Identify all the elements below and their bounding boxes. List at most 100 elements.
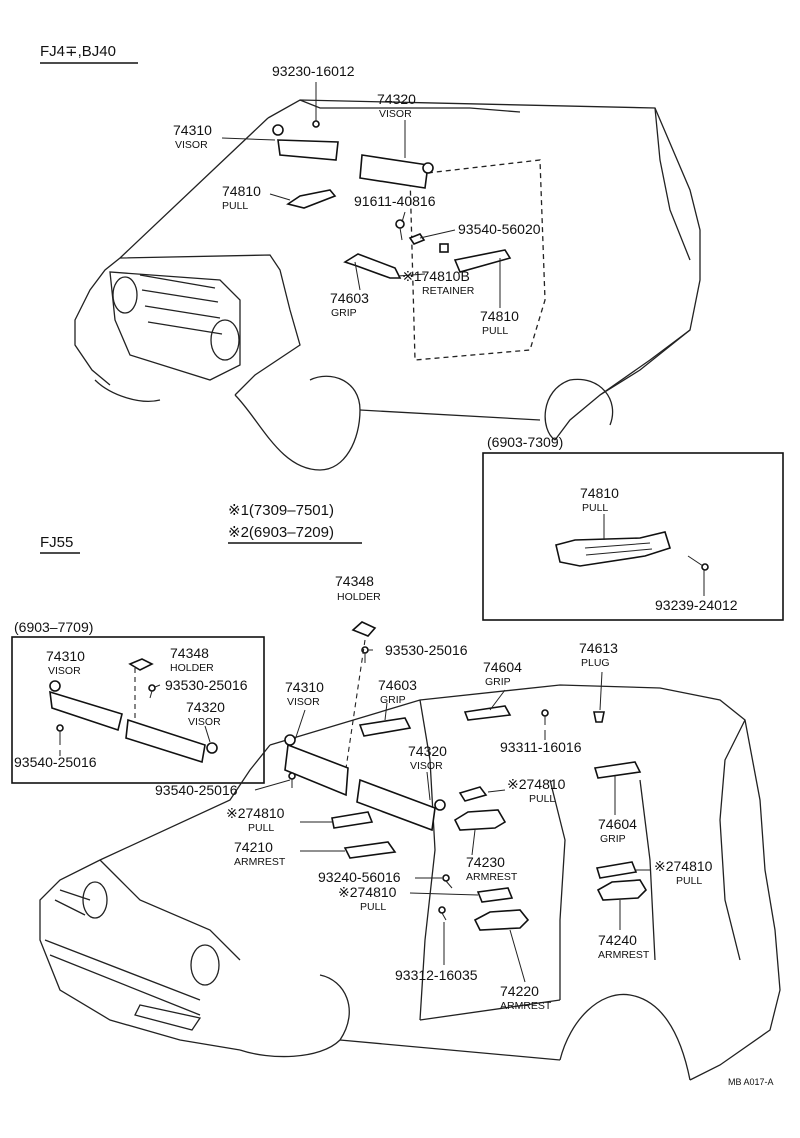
screw-91611-part bbox=[395, 219, 405, 241]
holder-dashed-link bbox=[344, 639, 366, 776]
pull-274810-right-part bbox=[458, 786, 488, 802]
grip-74604-top-number: 74604 bbox=[483, 659, 522, 675]
inset-screw-part bbox=[687, 555, 709, 571]
screw-93311-part bbox=[541, 709, 549, 725]
armrest-74230-part bbox=[453, 809, 507, 831]
visor-74310-fj55-number: 74310 bbox=[285, 679, 324, 695]
pull-274810-left-name: PULL bbox=[248, 822, 274, 834]
inset-right-range: (6903-7309) bbox=[487, 434, 563, 450]
screw-93311-label: 93311-16016 bbox=[500, 739, 582, 755]
visor-74310-name: VISOR bbox=[175, 139, 208, 151]
armrest-74220-number: 74220 bbox=[500, 983, 539, 999]
grip-74604-right-name: GRIP bbox=[600, 833, 626, 845]
inset-visor-74310-name: VISOR bbox=[48, 665, 81, 677]
pull-74810-right-name: PULL bbox=[482, 325, 508, 337]
visor-74320-fj55-name: VISOR bbox=[410, 760, 443, 772]
inset-holder-part bbox=[128, 658, 154, 671]
armrest-74210-part bbox=[343, 841, 397, 859]
inset-screw-93530-label: 93530-25016 bbox=[165, 677, 248, 693]
visor-74310-fj55-part bbox=[284, 734, 349, 797]
plug-74613-part bbox=[593, 711, 605, 723]
fj55-leader-lines bbox=[254, 649, 650, 983]
visor-74320-fj55-number: 74320 bbox=[408, 743, 447, 759]
inset-pull-part bbox=[555, 531, 672, 567]
plug-74613-name: PLUG bbox=[581, 657, 610, 669]
screw-93540-fj55-label: 93540-25016 bbox=[155, 782, 238, 798]
screw-93240-part bbox=[442, 874, 453, 889]
screw-93230-label: 93230-16012 bbox=[272, 63, 355, 79]
armrest-74210-name: ARMREST bbox=[234, 856, 286, 868]
pull-274810-right-number: ※274810 bbox=[507, 776, 566, 792]
screw-93312-label: 93312-16035 bbox=[395, 967, 478, 983]
visor-74310-fj55-name: VISOR bbox=[287, 696, 320, 708]
pull-274810-rr-name: PULL bbox=[676, 875, 702, 887]
armrest-74230-number: 74230 bbox=[466, 854, 505, 870]
armrest-74240-part bbox=[596, 879, 648, 901]
armrest-74240-number: 74240 bbox=[598, 932, 637, 948]
screw-93240-label: 93240-56016 bbox=[318, 869, 401, 885]
top-model-heading: FJ4∓,BJ40 bbox=[40, 43, 116, 60]
screw-93540-label: 93540-56020 bbox=[458, 221, 541, 237]
pull-274810-right-name: PULL bbox=[529, 793, 555, 805]
inset-screw-93530-part bbox=[148, 684, 156, 699]
grip-74603-fj55-number: 74603 bbox=[378, 677, 417, 693]
pull-74810-right-part bbox=[453, 249, 512, 273]
inset-right-box bbox=[482, 452, 784, 621]
inset-visor-74320-number: 74320 bbox=[186, 699, 225, 715]
pull-274810-rr-number: ※274810 bbox=[654, 858, 713, 874]
plug-74613-number: 74613 bbox=[579, 640, 618, 656]
fj40-vehicle-outline bbox=[74, 99, 701, 471]
pull-274810-rr-part bbox=[595, 861, 638, 879]
holder-74348-name: HOLDER bbox=[337, 591, 381, 603]
inset-visor-74310-number: 74310 bbox=[46, 648, 85, 664]
armrest-74240-name: ARMREST bbox=[598, 949, 650, 961]
grip-74604-right-part bbox=[593, 761, 642, 779]
screw-93530-label: 93530-25016 bbox=[385, 642, 468, 658]
grip-74604-top-part bbox=[463, 705, 512, 721]
screw-93540-fj55-part bbox=[288, 772, 296, 788]
armrest-74220-name: ARMREST bbox=[500, 1000, 552, 1012]
pull-74810-left-name: PULL bbox=[222, 200, 248, 212]
fj55-vehicle-outline bbox=[39, 684, 781, 1081]
grip-74604-right-number: 74604 bbox=[598, 816, 637, 832]
retainer-part bbox=[439, 243, 449, 253]
screw-93312-part bbox=[438, 906, 447, 921]
armrest-74230-name: ARMREST bbox=[466, 871, 518, 883]
retainer-name: RETAINER bbox=[422, 285, 475, 297]
holder-74348-number: 74348 bbox=[335, 573, 374, 589]
visor-74310-number: 74310 bbox=[173, 122, 212, 138]
grip-74603-fj55-part bbox=[358, 717, 412, 737]
holder-74348-part bbox=[351, 621, 377, 637]
pull-74810-right-number: 74810 bbox=[480, 308, 519, 324]
pull-74810-left-number: 74810 bbox=[222, 183, 261, 199]
inset-holder-name: HOLDER bbox=[170, 662, 214, 674]
inset-screw-93540-label: 93540-25016 bbox=[14, 754, 97, 770]
screw-91611-label: 91611-40816 bbox=[354, 193, 436, 209]
inset-left-range: (6903–7709) bbox=[14, 619, 93, 635]
pull-74810-left-part bbox=[286, 189, 337, 209]
grip-74603-name: GRIP bbox=[331, 307, 357, 319]
inset-visor-74320-part bbox=[125, 718, 218, 764]
visor-74320-fj55-part bbox=[356, 778, 446, 832]
grip-74603-fj55-name: GRIP bbox=[380, 694, 406, 706]
screw-93530-part bbox=[361, 646, 369, 663]
inset-left-leaders bbox=[59, 684, 211, 756]
inset-visor-74320-name: VISOR bbox=[188, 716, 221, 728]
pull-274810-left-number: ※274810 bbox=[226, 805, 285, 821]
retainer-number: ※174810B bbox=[402, 268, 470, 284]
pull-274810-mid-part bbox=[476, 887, 514, 903]
visor-74320-part bbox=[359, 154, 434, 189]
grip-74604-top-name: GRIP bbox=[485, 676, 511, 688]
inset-holder-number: 74348 bbox=[170, 645, 209, 661]
bottom-model-heading: FJ55 bbox=[40, 534, 73, 551]
pull-274810-left-part bbox=[331, 811, 374, 829]
inset-visor-74310-part bbox=[49, 680, 123, 732]
visor-74320-name: VISOR bbox=[379, 108, 412, 120]
armrest-74220-part bbox=[473, 909, 530, 931]
grip-74603-number: 74603 bbox=[330, 290, 369, 306]
visor-74310-part bbox=[272, 124, 339, 161]
armrest-74210-number: 74210 bbox=[234, 839, 273, 855]
top-leader-lines bbox=[221, 82, 501, 308]
note-1: ※1(7309–7501) bbox=[228, 502, 334, 519]
